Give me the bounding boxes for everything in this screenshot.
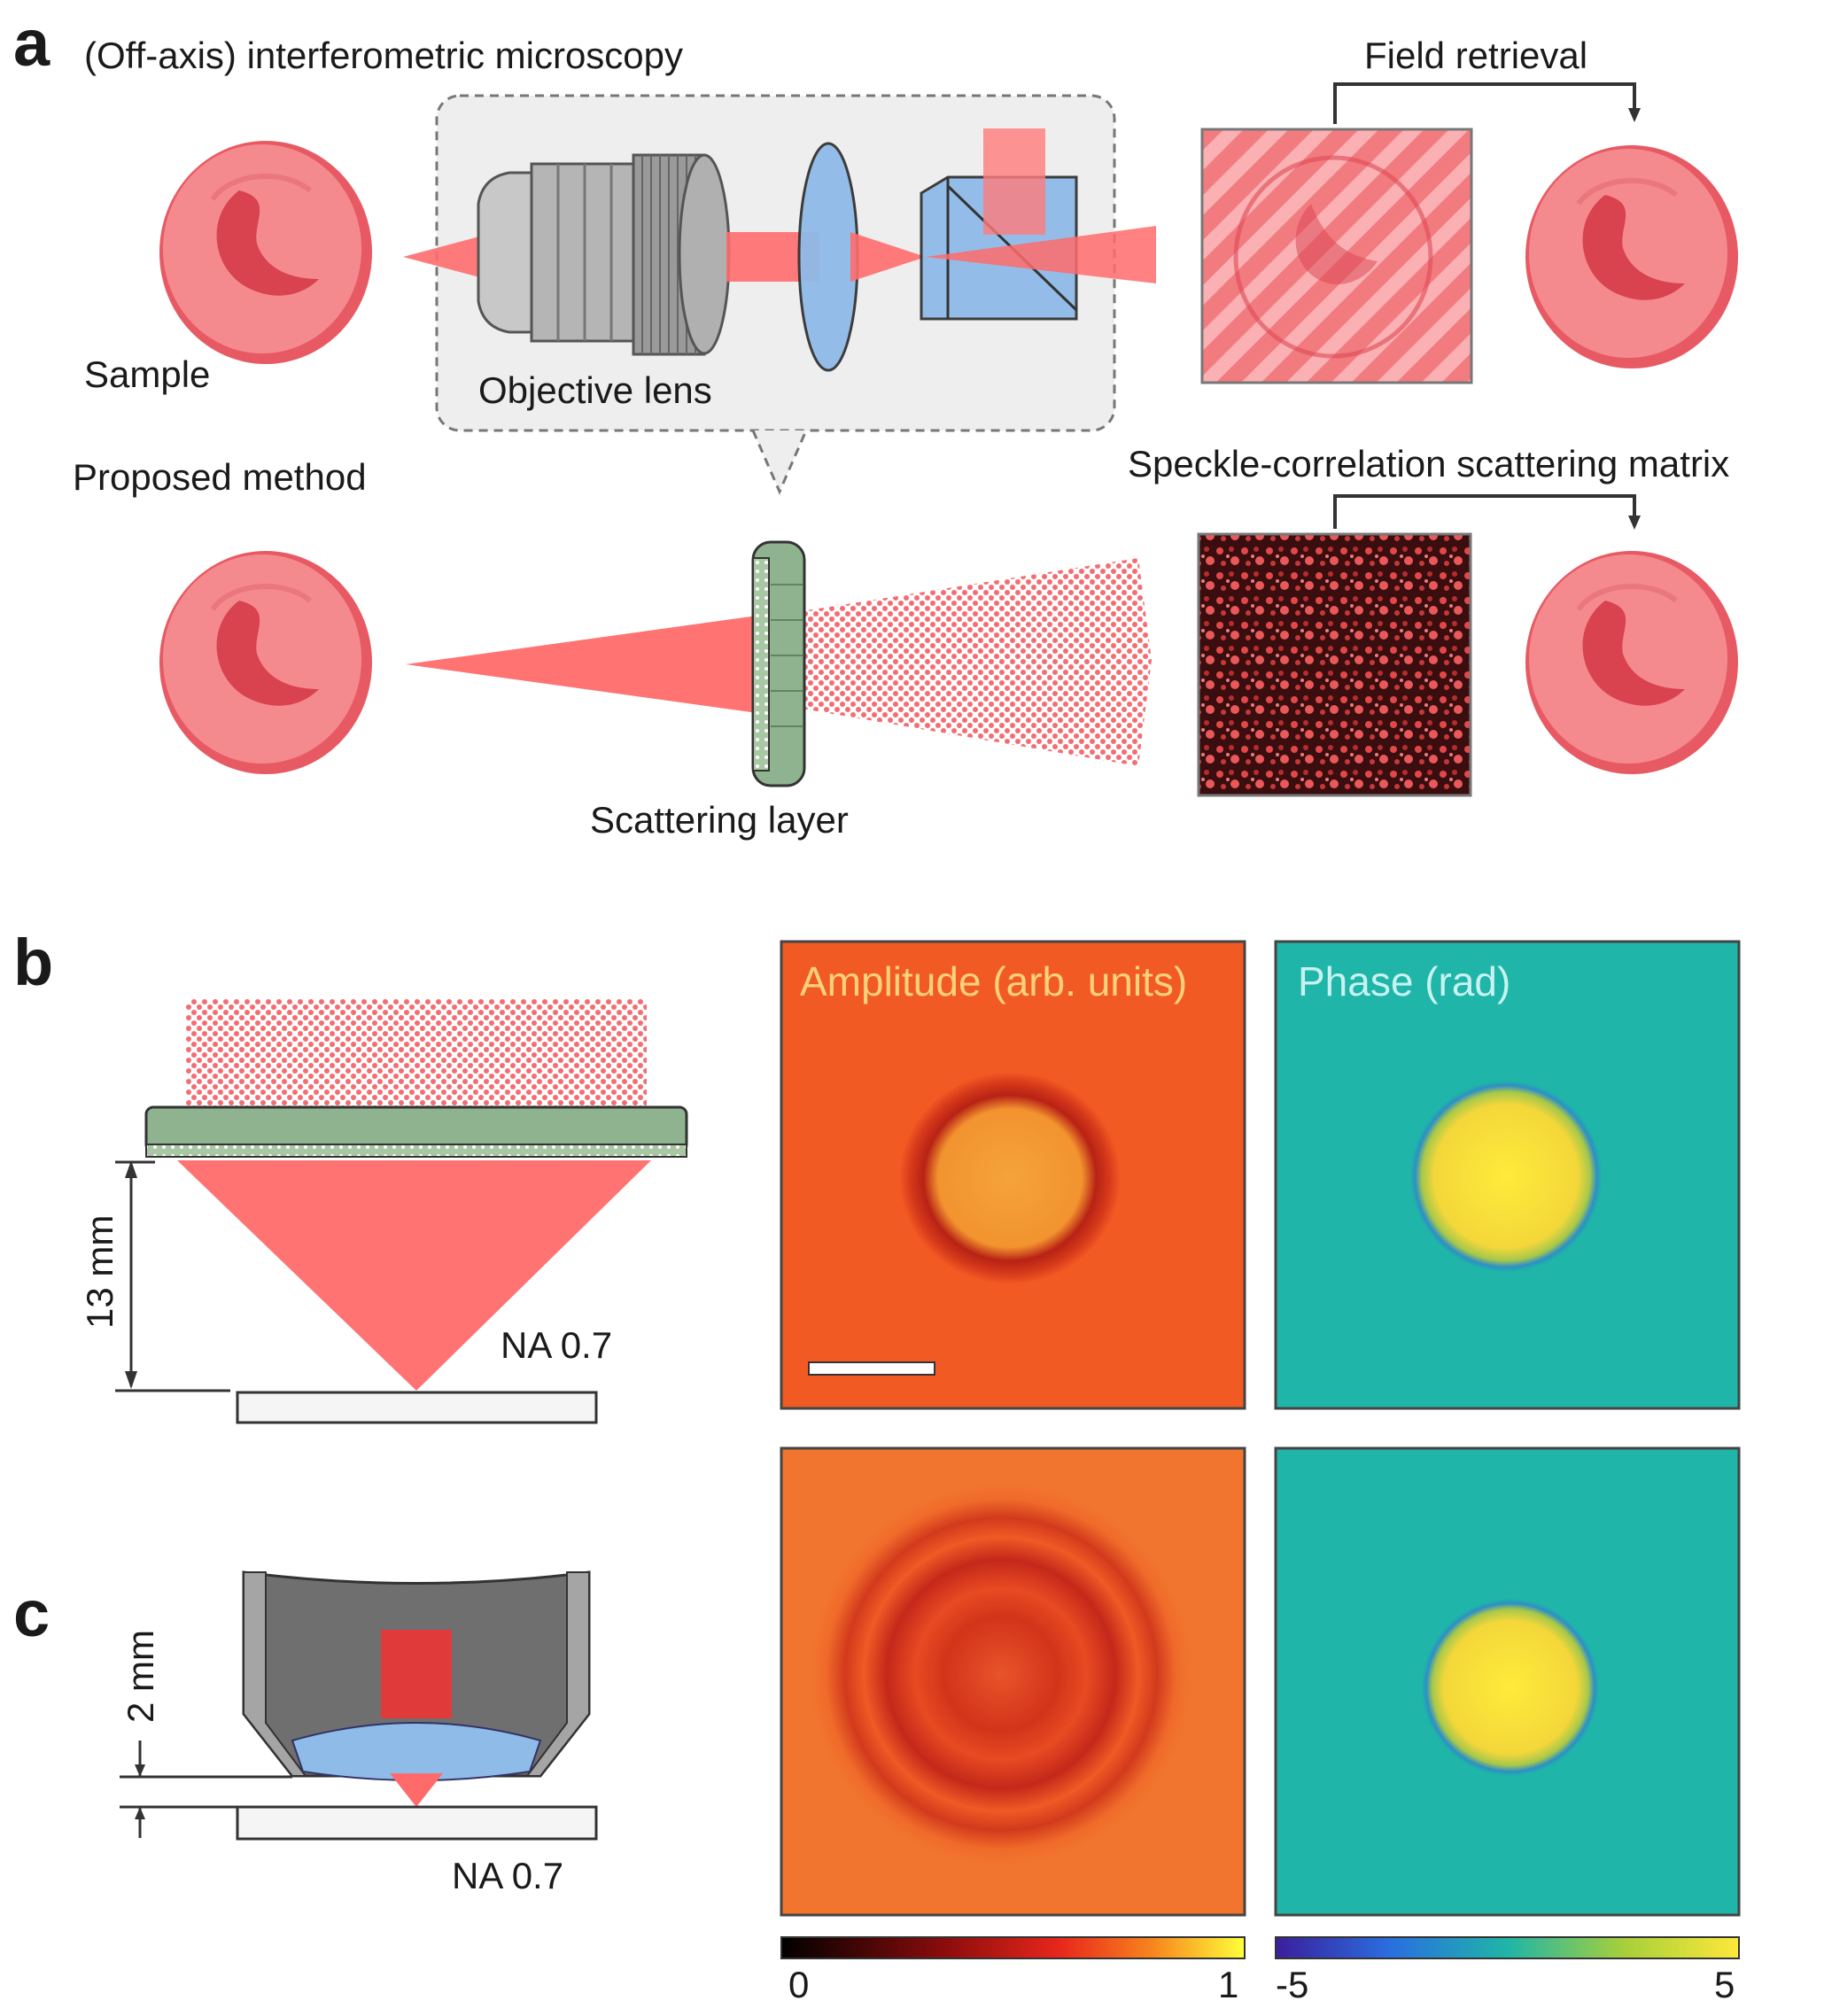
callout-pointer [751, 430, 808, 495]
reference-beam [983, 128, 1045, 235]
panel-a-title: (Off-axis) interferometric microscopy [84, 35, 684, 76]
panel-a-letter: a [13, 6, 50, 80]
retrieved-cell-bottom [1525, 551, 1738, 774]
retrieved-cell-top [1525, 145, 1738, 368]
tube-lens [797, 142, 859, 372]
scattering-layer [751, 540, 806, 787]
field-retrieval-label: Field retrieval [1364, 35, 1588, 76]
phase-colorbar [1275, 1936, 1740, 1959]
panel-b-distance: 13 mm [79, 1214, 120, 1329]
amplitude-title: Amplitude (arb. units) [800, 958, 1188, 1004]
panel-c-letter: c [13, 1577, 50, 1650]
speckle-bracket [1333, 494, 1636, 529]
amplitude-image-bottom [780, 1446, 1246, 1917]
coverslip-b [236, 1391, 598, 1424]
phase-image-bottom [1274, 1446, 1741, 1917]
objective-cross-section [242, 1570, 591, 1781]
amplitude-cbar-min: 0 [788, 1964, 810, 2005]
panel-c-distance: 2 mm [120, 1630, 161, 1723]
phase-cbar-min: -5 [1276, 1964, 1309, 2005]
amplitude-colorbar [780, 1936, 1246, 1959]
sample-cell-top [159, 141, 372, 364]
focus-cone-b [177, 1160, 651, 1391]
panel-b-na: NA 0.7 [501, 1324, 613, 1366]
panel-b-letter: b [13, 926, 54, 999]
speckle-image [1197, 532, 1472, 797]
coverslip-c [236, 1805, 598, 1841]
phase-cbar-max: 5 [1714, 1964, 1735, 2005]
beam-to-camera [926, 226, 1156, 283]
objective-lens [477, 153, 731, 356]
focus-cone-c [390, 1773, 443, 1807]
scale-bar [808, 1361, 935, 1376]
panel-c-na: NA 0.7 [452, 1855, 564, 1896]
phase-image-top [1274, 940, 1741, 1410]
phase-title: Phase (rad) [1298, 958, 1511, 1004]
beam-focused [850, 232, 926, 282]
sample-label: Sample [84, 353, 211, 395]
amplitude-cbar-max: 1 [1218, 1964, 1239, 2005]
amplitude-image-top [780, 940, 1246, 1410]
sample-cell-bottom [159, 551, 372, 774]
beam-to-scatterer [406, 616, 757, 713]
scattered-light-b [186, 999, 647, 1116]
hologram-image [1200, 128, 1473, 384]
speckle-label: Speckle-correlation scattering matrix [1128, 443, 1730, 485]
field-retrieval-bracket [1333, 82, 1636, 124]
beam-to-objective [403, 232, 496, 282]
scattering-layer-b [144, 1105, 688, 1158]
scattering-label: Scattering layer [590, 799, 849, 841]
scattered-light [802, 558, 1152, 766]
objective-label: Objective lens [478, 369, 712, 411]
proposed-label: Proposed method [73, 456, 367, 498]
